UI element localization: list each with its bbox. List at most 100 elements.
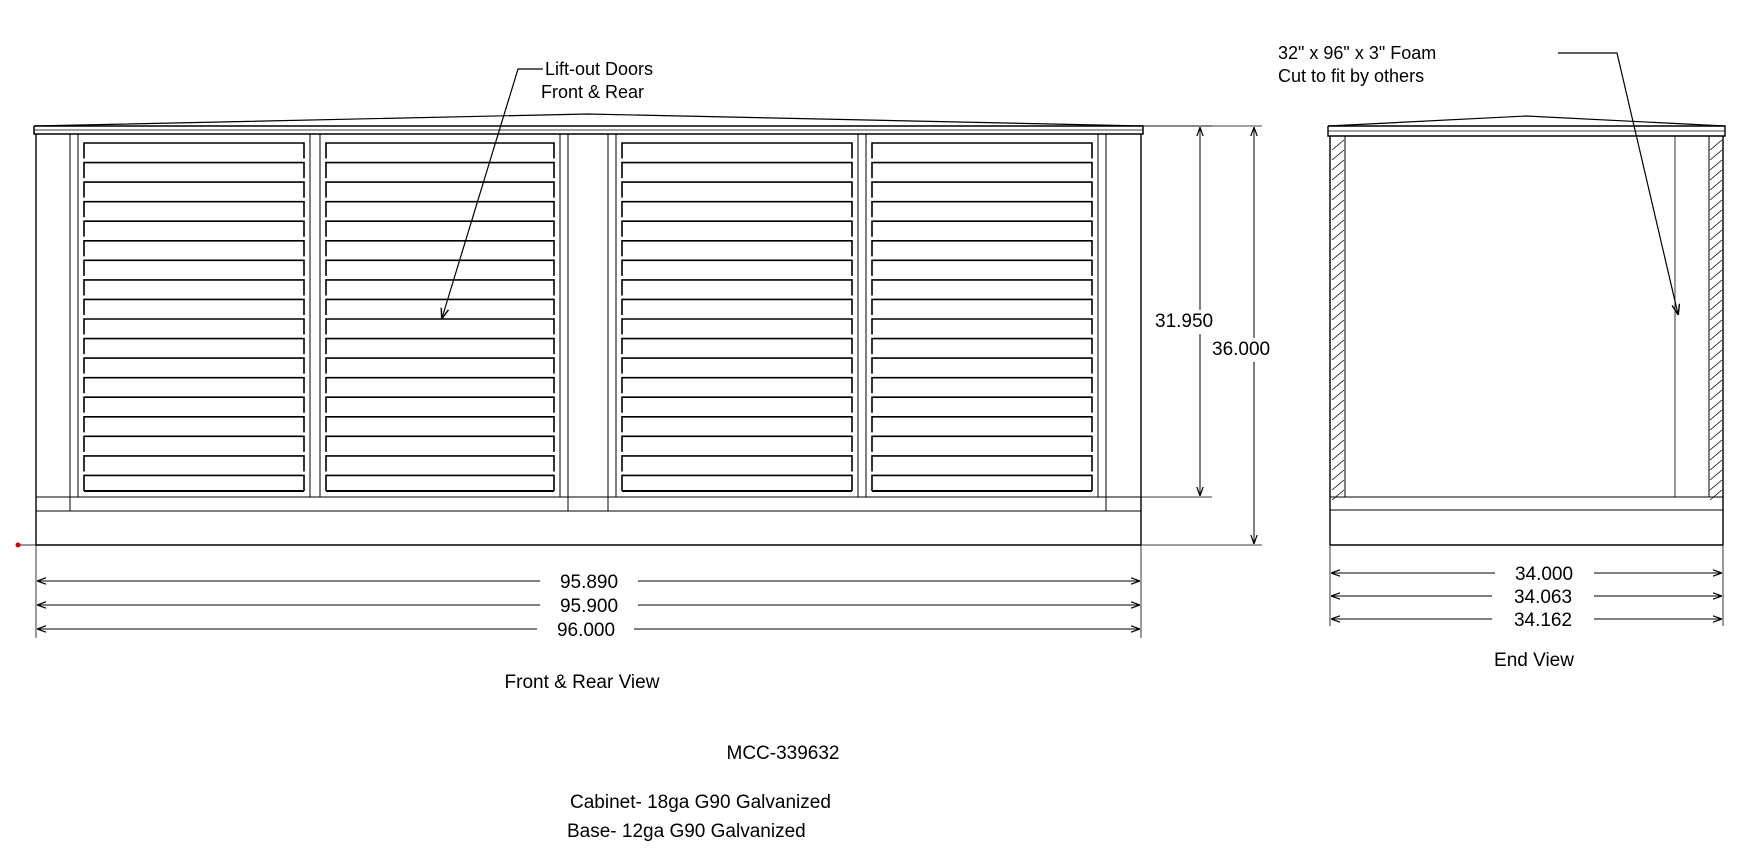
- panel-frame: [865, 133, 1099, 498]
- callout-line-2: Front & Rear: [541, 82, 644, 102]
- louver-blade: [83, 142, 305, 159]
- louver-blade: [621, 455, 853, 472]
- louver-blade: [325, 142, 555, 159]
- height-dimensions: [1106, 125, 1262, 546]
- hatch-line: [1331, 269, 1345, 281]
- hatch-line: [1331, 429, 1345, 441]
- hatch-line: [1331, 209, 1345, 221]
- louver-blade: [325, 200, 555, 218]
- hatch-line: [1709, 209, 1723, 221]
- hatch-line: [1709, 389, 1723, 401]
- louver-blade: [83, 161, 305, 179]
- hatch-line: [1331, 299, 1345, 311]
- hatch-line: [1331, 139, 1345, 151]
- louver-blade: [871, 337, 1093, 355]
- louver-blade: [871, 181, 1093, 198]
- louver-blade: [325, 239, 555, 257]
- louver-blade: [83, 435, 305, 452]
- material-cabinet: Cabinet- 18ga G90 Galvanized: [570, 792, 831, 813]
- hatch-line: [1331, 169, 1345, 181]
- hatch-line: [1709, 249, 1723, 261]
- hatch-line: [1709, 319, 1723, 331]
- hatch-line: [1709, 429, 1723, 441]
- hatch-line: [1709, 159, 1723, 171]
- dim-width-1: 95.890: [560, 572, 618, 593]
- dim-height-outer: 36.000: [1212, 339, 1270, 360]
- panel-frame: [77, 133, 311, 498]
- louver-blade: [325, 318, 555, 335]
- louver-blade: [325, 474, 555, 491]
- drawing-notes: MCC-339632 Cabinet- 18ga G90 Galvanized …: [567, 743, 840, 842]
- louver-blade: [621, 415, 853, 433]
- louver-blade: [621, 220, 853, 237]
- foam-wall: [1709, 139, 1723, 501]
- hatch-line: [1331, 259, 1345, 271]
- louver-blade: [325, 220, 555, 237]
- end-dim-width-1: 34.000: [1515, 564, 1573, 585]
- hatch-line: [1331, 449, 1345, 461]
- louver-blade: [325, 259, 555, 276]
- louver-blade: [325, 298, 555, 315]
- hatch-line: [1331, 389, 1345, 401]
- louver-panel: [319, 133, 561, 498]
- hatch-line: [1709, 229, 1723, 241]
- louver-blade: [871, 357, 1093, 374]
- louver-blade: [871, 455, 1093, 472]
- hatch-line: [1709, 309, 1723, 321]
- hatch-line: [1709, 189, 1723, 201]
- hatch-line: [1709, 449, 1723, 461]
- louver-blade: [83, 337, 305, 355]
- hatch-line: [1709, 489, 1723, 501]
- hatch-line: [1331, 439, 1345, 451]
- hatch-line: [1709, 339, 1723, 351]
- hatch-line: [1709, 269, 1723, 281]
- louver-blade: [83, 357, 305, 374]
- hatch-line: [1709, 369, 1723, 381]
- louver-blade: [871, 239, 1093, 257]
- louver-blade: [621, 298, 853, 315]
- hatch-line: [1709, 439, 1723, 451]
- louver-blade: [621, 376, 853, 394]
- louver-blade: [325, 435, 555, 452]
- hatch-line: [1331, 179, 1345, 191]
- front-view-caption: Front & Rear View: [505, 672, 660, 693]
- lift-out-doors-callout: Lift-out Doors Front & Rear: [442, 59, 653, 318]
- hatch-line: [1331, 339, 1345, 351]
- louver-blade: [621, 474, 853, 491]
- louver-blade: [325, 415, 555, 433]
- end-width-dimensions: [1332, 573, 1721, 619]
- louver-blade: [621, 318, 853, 335]
- material-base: Base- 12ga G90 Galvanized: [567, 821, 806, 842]
- end-view: 32" x 96" x 3" Foam Cut to fit by others…: [1278, 43, 1726, 671]
- panel-frame: [319, 133, 561, 498]
- hatch-line: [1331, 249, 1345, 261]
- hatch-line: [1331, 349, 1345, 361]
- hatch-line: [1709, 299, 1723, 311]
- hatch-line: [1331, 219, 1345, 231]
- hatch-line: [1331, 359, 1345, 371]
- dim-width-2: 95.900: [560, 596, 618, 617]
- hatch-line: [1331, 279, 1345, 291]
- louver-blade: [325, 396, 555, 413]
- hatch-line: [1331, 379, 1345, 391]
- front-frame: [35, 133, 1158, 546]
- louver-blade: [621, 259, 853, 276]
- louver-panel: [865, 133, 1099, 498]
- hatch-line: [1331, 329, 1345, 341]
- foam-callout: 32" x 96" x 3" Foam Cut to fit by others: [1278, 43, 1678, 314]
- louver-blade: [871, 220, 1093, 237]
- louver-blade: [325, 337, 555, 355]
- louver-blade: [871, 161, 1093, 179]
- louver-blade: [871, 279, 1093, 296]
- hatch-line: [1709, 379, 1723, 391]
- louver-blade: [621, 161, 853, 179]
- hatch-line: [1331, 469, 1345, 481]
- louver-blade: [83, 415, 305, 433]
- louver-blade: [83, 239, 305, 257]
- louver-blade: [83, 220, 305, 237]
- louver-blade: [325, 161, 555, 179]
- end-roof: [1327, 115, 1726, 137]
- hatch-line: [1709, 459, 1723, 471]
- louver-blade: [621, 239, 853, 257]
- louver-blade: [621, 337, 853, 355]
